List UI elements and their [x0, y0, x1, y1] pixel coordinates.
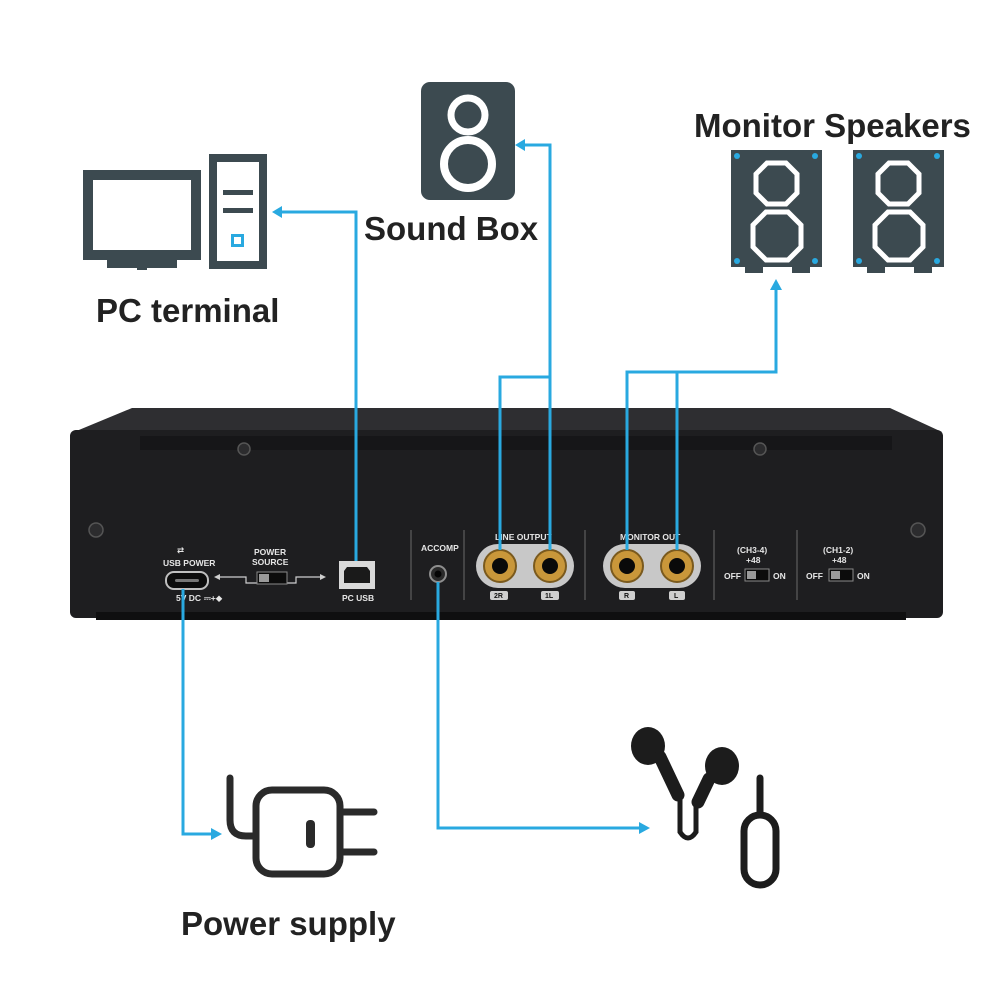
sound-box-label: Sound Box	[364, 210, 539, 247]
cable-sound-box-2r	[498, 375, 550, 550]
monitor-speakers-label: Monitor Speakers	[694, 107, 971, 144]
power-source-label-1: POWER	[254, 547, 286, 557]
accomp-label: ACCOMP	[421, 543, 459, 553]
earphones-icon	[631, 727, 739, 841]
cable-power	[181, 589, 212, 836]
ch12-label: (CH1-2)	[823, 545, 853, 555]
monitor-speaker-icon	[853, 150, 944, 273]
pc-tower-icon	[209, 154, 267, 269]
mon-r-label: R	[624, 593, 629, 600]
audio-interface-rear-panel: ⇄ USB POWER 5V DC ⎓+◆ POWER SOURCE PC US…	[70, 408, 943, 620]
usb-symbol-icon: ⇄	[177, 545, 184, 555]
screw	[753, 442, 767, 456]
ch12-on-label: ON	[857, 571, 870, 581]
dc-rating-label: 5V DC	[176, 593, 201, 603]
cable-monitor-r	[625, 288, 778, 550]
connection-cables	[181, 143, 778, 836]
pc-usb-label: PC USB	[342, 593, 374, 603]
screw	[88, 522, 104, 538]
ch34-off-label: OFF	[724, 571, 741, 581]
power-plug-slot	[306, 820, 315, 848]
monitor-stand	[107, 258, 177, 268]
line-1l-label: 1L	[545, 593, 554, 600]
monitor-out-label: MONITOR OUT	[620, 532, 681, 542]
jack-plug-icon	[740, 774, 780, 889]
line-output-label: LINE OUTPUT	[495, 532, 552, 542]
line-2r-label: 2R	[494, 593, 503, 600]
ch34-label: (CH3-4)	[737, 545, 767, 555]
ch34-on-label: ON	[773, 571, 786, 581]
monitor-speaker-icon	[731, 150, 822, 273]
power-source-label-2: SOURCE	[252, 557, 289, 567]
cable-sound-box-1l	[523, 143, 552, 550]
ch12-phantom-label: +48	[832, 555, 847, 565]
usb-power-label: USB POWER	[163, 558, 215, 568]
speaker-icon	[421, 82, 515, 200]
ch34-phantom-label: +48	[746, 555, 761, 565]
power-plug-icon	[226, 774, 378, 878]
screw	[237, 442, 251, 456]
monitor-icon	[83, 170, 201, 270]
dc-polarity-icon: ⎓+◆	[204, 593, 223, 603]
pc-terminal-label: PC terminal	[96, 292, 279, 329]
cable-accomp	[436, 582, 640, 830]
mon-l-label: L	[674, 593, 679, 600]
power-supply-label: Power supply	[181, 905, 396, 942]
cable-arrowheads	[211, 139, 782, 840]
ch12-off-label: OFF	[806, 571, 823, 581]
screw	[910, 522, 926, 538]
cable-pc-usb	[280, 210, 358, 561]
